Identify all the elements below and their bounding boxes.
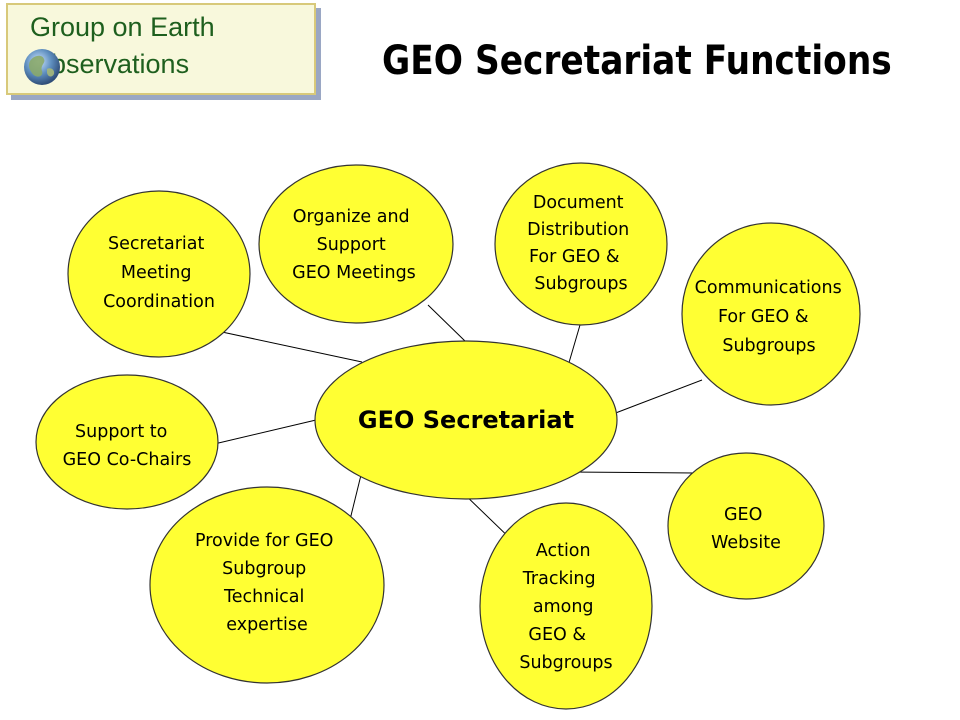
globe-icon — [24, 49, 60, 85]
page-title: GEO Secretariat Functions — [382, 38, 892, 84]
label-line: Tracking — [522, 569, 596, 589]
label-line: GEO Co-Chairs — [63, 450, 192, 470]
label-line: Action — [536, 541, 591, 561]
bubble-action-tracking — [479, 502, 653, 710]
label-line: Support — [317, 235, 386, 255]
label-line: Coordination — [103, 292, 215, 312]
label-line: Organize and — [293, 207, 410, 227]
connector-organize-meetings — [427, 304, 467, 343]
label-action-tracking: Action Tracking among GEO & Subgroups — [519, 541, 612, 673]
label-line: expertise — [226, 615, 308, 635]
label-line: Subgroups — [519, 653, 612, 673]
bubble-document-distribution — [494, 162, 668, 326]
label-line: Communications — [695, 278, 842, 298]
label-line: Technical — [223, 587, 304, 607]
label-communications: Communications For GEO & Subgroups — [695, 278, 848, 356]
label-line: For GEO & — [718, 307, 809, 327]
connector-document-distribution — [567, 324, 581, 367]
label-line: among — [533, 597, 594, 617]
label-line: Document — [533, 193, 624, 213]
label-line: Distribution — [527, 220, 629, 240]
label-line: GEO — [724, 505, 762, 525]
label-line: GEO Secretariat — [358, 406, 574, 434]
bubble-technical-expertise — [149, 486, 385, 684]
bubble-organize-meetings — [258, 164, 454, 324]
connector-communications — [612, 379, 703, 415]
label-website: GEO Website — [711, 505, 781, 553]
label-line: GEO Meetings — [292, 263, 416, 283]
label-line: Website — [711, 533, 781, 553]
label-document-distribution: Document Distribution For GEO & Subgroup… — [527, 193, 635, 294]
label-line: Subgroups — [722, 336, 815, 356]
label-meeting-coordination: Secretariat Meeting Coordination — [103, 234, 215, 312]
bubble-center — [314, 340, 618, 500]
bubble-website — [667, 452, 825, 600]
label-organize-meetings: Organize and Support GEO Meetings — [292, 207, 416, 283]
label-support-cochairs: Support to GEO Co-Chairs — [63, 422, 192, 470]
label-line: For GEO & — [529, 247, 620, 267]
bubble-support-cochairs — [35, 374, 219, 510]
connector-website — [567, 471, 696, 474]
logo-text-line1: Group on Earth — [30, 12, 215, 42]
bubble-communications — [681, 222, 861, 406]
label-line: GEO & — [528, 625, 586, 645]
label-technical-expertise: Provide for GEO Subgroup Technical exper… — [195, 531, 339, 635]
label-center: GEO Secretariat — [358, 406, 574, 434]
label-line: Meeting — [121, 263, 192, 283]
label-line: Subgroups — [534, 274, 627, 294]
logo-box: Group on Earth Observations — [6, 3, 316, 95]
label-line: Provide for GEO — [195, 531, 333, 551]
bubble-meeting-coordination — [67, 190, 251, 358]
connector-support-cochairs — [209, 419, 317, 446]
label-line: Subgroup — [222, 559, 306, 579]
label-line: Secretariat — [108, 234, 204, 254]
label-line: Support to — [75, 422, 167, 442]
connector-meeting-coordination — [221, 331, 363, 363]
